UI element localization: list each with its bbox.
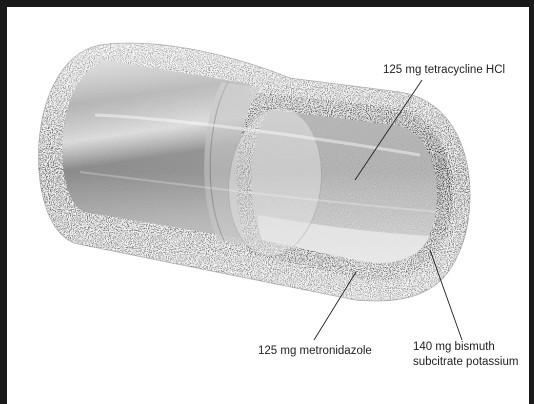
- label-tetracycline: 125 mg tetracycline HCl: [383, 63, 505, 78]
- label-metronidazole: 125 mg metronidazole: [258, 344, 372, 359]
- label-bismuth-line1: 140 mg bismuth: [413, 340, 518, 355]
- label-bismuth: 140 mg bismuth subcitrate potassium: [413, 340, 518, 370]
- label-bismuth-line2: subcitrate potassium: [413, 355, 518, 370]
